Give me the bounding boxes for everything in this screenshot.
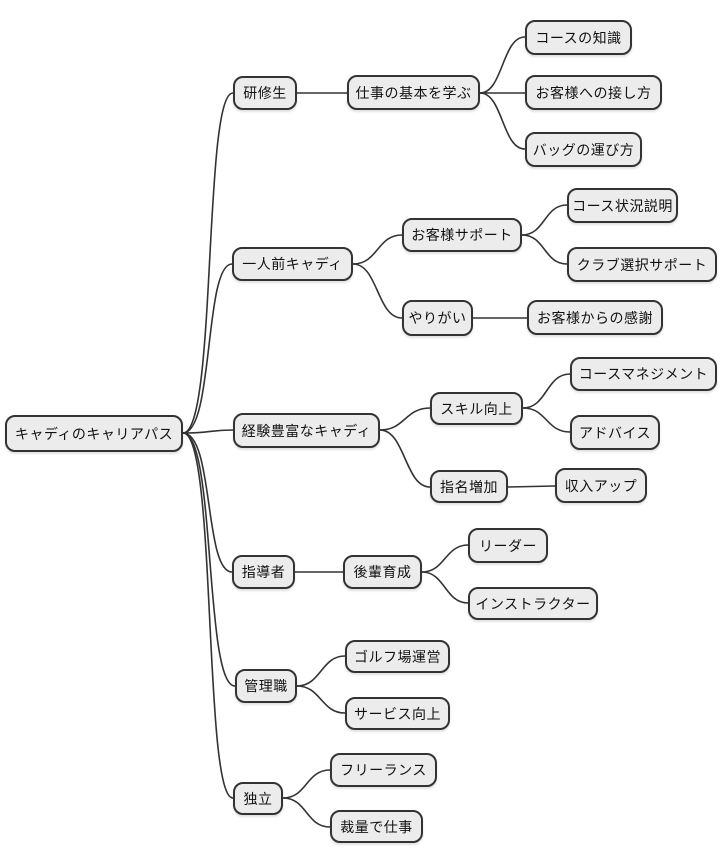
node-mentor: 指導者: [232, 555, 295, 589]
node-trainee: 研修生: [233, 76, 297, 110]
node-management: 管理職: [235, 669, 297, 703]
edge: [182, 432, 236, 687]
edge: [182, 432, 233, 573]
node-course-knowledge: コースの知識: [525, 20, 632, 55]
node-experienced-caddy: 経験豊富なキャディ: [233, 413, 380, 448]
edge: [282, 797, 331, 828]
edge: [352, 263, 403, 319]
node-full-fledged-caddy: 一人前キャディ: [232, 247, 353, 281]
edge: [522, 373, 571, 409]
edge: [182, 92, 234, 434]
edge: [379, 407, 431, 431]
edge: [182, 429, 234, 434]
node-golf-course-operation: ゴルフ場運営: [345, 640, 450, 673]
node-advice: アドバイス: [570, 415, 660, 450]
node-customer-support: お客様サポート: [402, 218, 522, 252]
node-club-selection-support: クラブ選択サポート: [567, 247, 717, 282]
node-bag-carrying: バッグの運び方: [525, 132, 642, 167]
node-nomination-increase: 指名増加: [430, 470, 508, 503]
edge: [521, 234, 568, 265]
node-leader: リーダー: [468, 528, 548, 563]
edge: [296, 655, 346, 687]
edge: [421, 544, 469, 573]
node-junior-development: 後輩育成: [343, 555, 422, 589]
edge: [182, 263, 233, 434]
edge: [296, 685, 346, 714]
edge: [282, 769, 331, 799]
node-learn-job-basics: 仕事の基本を学ぶ: [347, 75, 480, 110]
node-job-satisfaction: やりがい: [402, 300, 473, 336]
edge: [479, 36, 526, 94]
edge: [182, 432, 234, 799]
node-freelance: フリーランス: [330, 753, 437, 787]
node-income-up: 収入アップ: [555, 468, 647, 503]
edge: [521, 204, 568, 236]
node-instructor: インストラクター: [468, 587, 598, 620]
node-discretionary-work: 裁量で仕事: [330, 810, 423, 843]
node-service-improvement: サービス向上: [345, 697, 450, 730]
node-skill-improvement: スキル向上: [430, 392, 523, 425]
edge: [379, 429, 431, 488]
edge: [479, 92, 526, 150]
node-course-management: コースマネジメント: [570, 357, 717, 391]
node-course-status-explanation: コース状況説明: [567, 188, 678, 223]
edge: [352, 234, 403, 265]
edge: [421, 571, 469, 604]
node-independence: 独立: [233, 782, 283, 815]
node-customer-gratitude: お客様からの感謝: [527, 300, 663, 335]
node-root: キャディのキャリアパス: [5, 415, 183, 452]
edge: [507, 485, 556, 488]
node-customer-interaction: お客様への接し方: [525, 75, 662, 110]
edge: [522, 407, 571, 433]
